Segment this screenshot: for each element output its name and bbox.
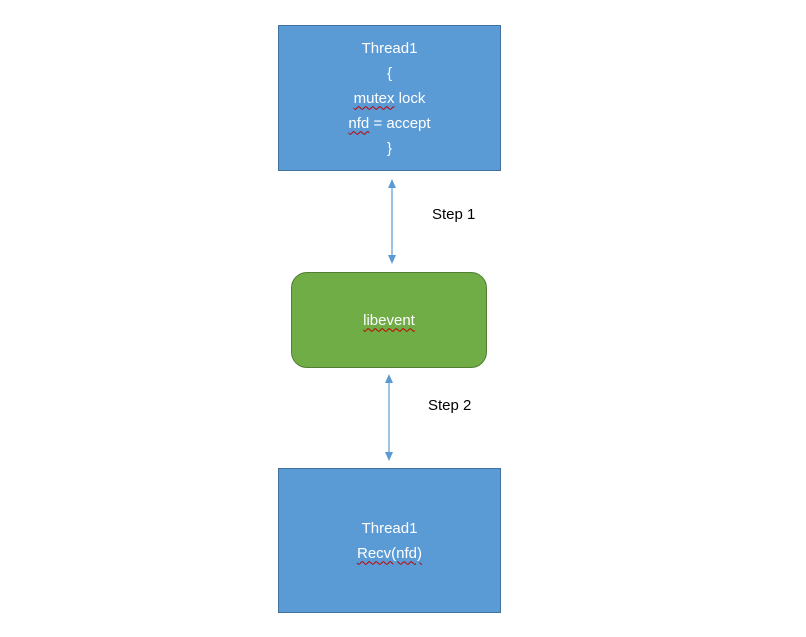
mutex-lock-line: mutex lock [354,86,426,111]
thread1-recv-box: Thread1 Recv(nfd) [278,468,501,613]
libevent-label: libevent [363,311,415,329]
close-brace: } [386,139,392,157]
step1-label: Step 1 [432,206,476,223]
mutex-word: mutex [353,89,395,107]
thread1-title: Thread1 [361,39,418,57]
accept-expression: = accept [369,114,431,132]
recv-call: Recv(nfd) [356,544,423,562]
thread1-recv-title: Thread1 [361,519,418,537]
step2-arrow [385,374,393,461]
step1-arrow [388,179,396,264]
libevent-box: libevent [291,272,487,368]
step2-label: Step 2 [428,397,472,414]
open-brace: { [386,64,392,82]
lock-word: lock [394,89,426,107]
nfd-word: nfd [348,114,370,132]
nfd-accept-line: nfd = accept [348,111,430,136]
thread1-accept-box: Thread1 { mutex lock nfd = accept } [278,25,501,171]
